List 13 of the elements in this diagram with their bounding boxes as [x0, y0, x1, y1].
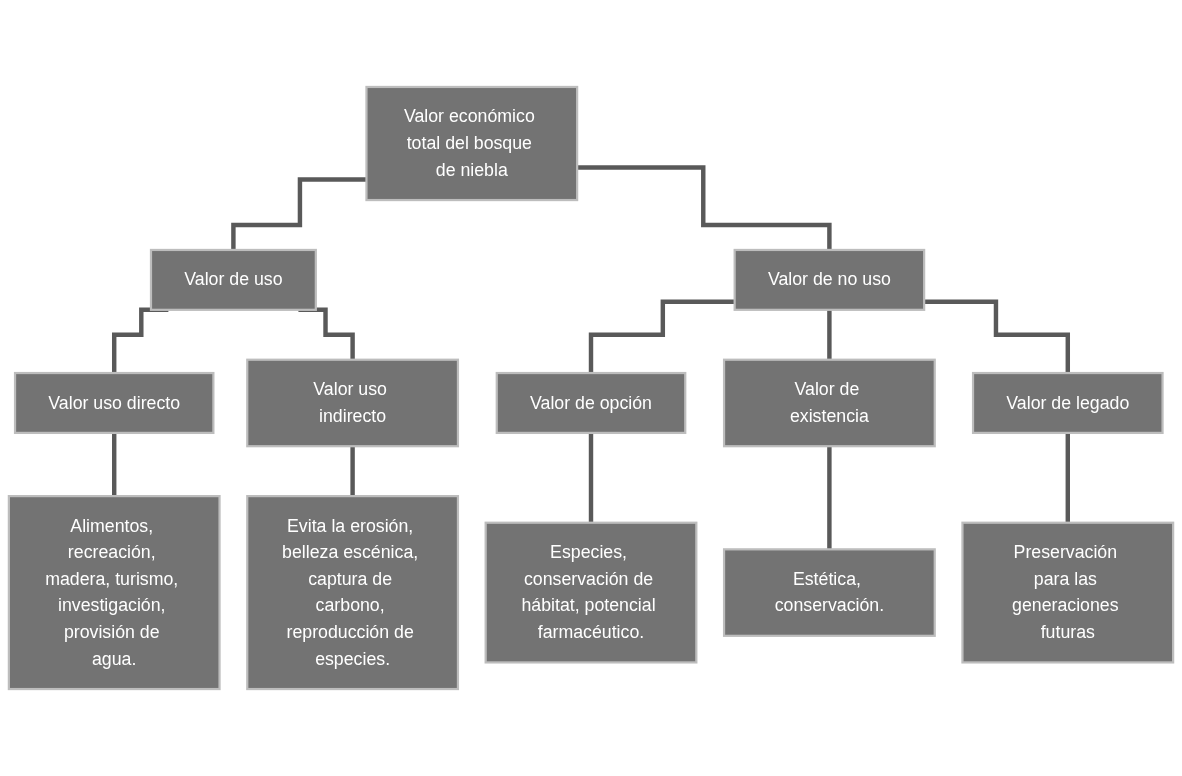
node-box: Estética, conservación.	[722, 548, 936, 637]
node-box: Valor de uso	[149, 248, 317, 311]
node-box: Valor de no uso	[733, 248, 926, 311]
node-box: Valor económico total del bosque de niebla	[365, 85, 579, 202]
node-box: Valor de existencia	[722, 358, 936, 448]
node-box: Valor de legado	[971, 371, 1164, 435]
node-box: Preservación para las generaciones futuras	[961, 521, 1175, 664]
node-box: Evita la erosión, belleza escénica, captura de carbono, reproducción de especies.	[246, 495, 460, 691]
node-box: Valor uso indirecto	[246, 358, 460, 448]
node-box: Alimentos, recreación, madera, turismo, investigación, provisión de agua.	[7, 495, 221, 691]
node-box: Valor uso directo	[13, 371, 215, 435]
node-box: Valor de opción	[495, 371, 687, 435]
node-box: Especies, conservación de hábitat, potencial farmacéutico.	[484, 521, 698, 664]
